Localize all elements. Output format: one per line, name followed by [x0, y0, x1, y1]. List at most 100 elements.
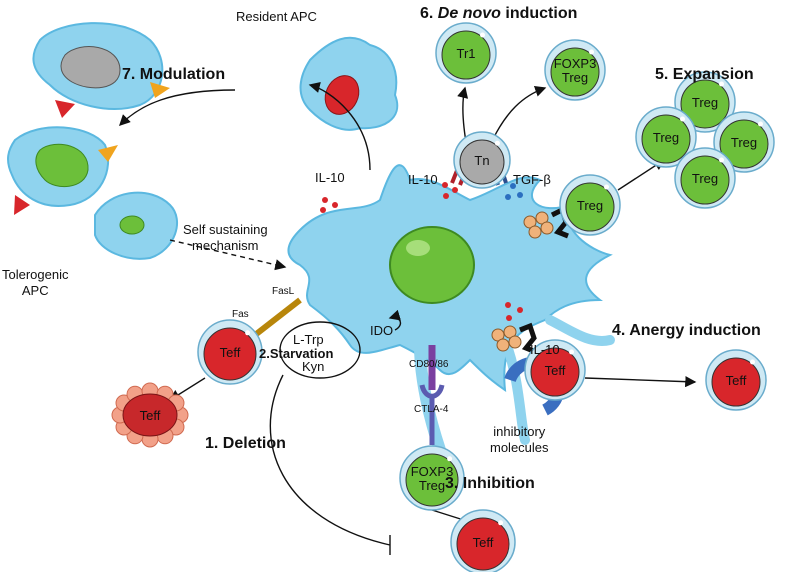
cell-body — [530, 347, 580, 397]
cell-teff — [705, 349, 767, 411]
cell-body — [711, 357, 761, 407]
cell-body — [680, 155, 730, 205]
cell-teff — [450, 509, 516, 572]
arrow-starvation-inhibition — [269, 374, 391, 546]
cell-treg — [674, 71, 736, 133]
cell-body — [405, 453, 459, 507]
label-inhibitory-line2: molecules — [490, 440, 549, 456]
cell-label: FOXP3 — [554, 56, 597, 71]
cell-highlight — [569, 349, 574, 355]
label-inhibitory-line1: inhibitory — [493, 424, 546, 439]
label-l-trp: L-Trp — [293, 332, 324, 347]
cell-highlight — [719, 81, 724, 87]
label-ctla4: CTLA-4 — [414, 404, 449, 415]
cell-body — [456, 517, 510, 571]
label-tolerogenic-line1: Tolerogenic — [2, 267, 69, 282]
cell-body — [203, 327, 257, 381]
cell-foxp3-treg — [399, 445, 465, 511]
label-il10-right: IL-10 — [530, 342, 560, 357]
cell-label: Treg — [419, 478, 445, 493]
title-anergy-induction: 4. Anergy induction — [612, 322, 761, 339]
cell-highlight — [498, 520, 504, 526]
title-emphasis: De novo — [437, 5, 501, 22]
cell-label: Teff — [545, 363, 566, 378]
cell-tr1 — [435, 22, 497, 84]
cell-label: Teff — [140, 408, 161, 423]
label-ido: IDO — [370, 323, 394, 338]
cell-highlight — [589, 49, 594, 55]
title-modulation: 7. Modulation — [122, 66, 226, 83]
arrow-modulation — [119, 89, 236, 126]
arrow-ido — [388, 309, 402, 331]
title-number: 6. — [420, 5, 434, 22]
cell-treg — [635, 106, 697, 168]
title-inhibition: 3. Inhibition — [445, 475, 535, 492]
cell-body — [719, 119, 769, 169]
label-il10-mid: IL-10 — [408, 172, 438, 187]
fasl-fas-receptor — [253, 297, 302, 338]
cell-highlight — [447, 456, 453, 462]
title-de-novo-induction: 6. De novo induction — [420, 5, 577, 23]
arrows — [119, 81, 697, 555]
label-tgfb: TGF-β — [513, 172, 551, 187]
arrow-self-sustaining — [169, 239, 287, 271]
arrow-anergy — [584, 376, 697, 388]
cell-label: Teff — [726, 373, 747, 388]
label-tolerogenic-line2: APC — [21, 283, 49, 299]
tolerogenic-apc-large — [7, 126, 118, 215]
cell-treg — [713, 111, 775, 173]
modulating-apc-top — [32, 22, 170, 118]
cell-foxp3-treg — [544, 39, 606, 101]
cell-highlight — [758, 121, 763, 127]
cell-label: Tn — [474, 153, 489, 168]
cell-body — [565, 182, 615, 232]
cell-treg — [559, 174, 621, 236]
cell-label: Treg — [562, 70, 588, 85]
cell-highlight — [719, 157, 724, 163]
cell-label: Teff — [473, 535, 494, 550]
title-rest: induction — [505, 5, 578, 22]
title-deletion: 1. Deletion — [205, 435, 286, 452]
cell-body — [641, 114, 691, 164]
label-fasl: FasL — [272, 286, 295, 297]
cell-label: Teff — [220, 345, 241, 360]
cell-label: Treg — [653, 130, 679, 145]
cell-label: FOXP3 — [411, 464, 454, 479]
cell-highlight — [480, 32, 485, 38]
cell-label: Treg — [692, 95, 718, 110]
cell-body — [122, 393, 178, 437]
cell-label: Treg — [731, 135, 757, 150]
arrow-il10-to-resident-apc — [308, 81, 371, 171]
label-kyn: Kyn — [302, 359, 325, 374]
starvation-cycle — [279, 321, 361, 379]
cell-teff — [111, 382, 189, 448]
cell-body — [459, 139, 505, 185]
cell-highlight — [604, 184, 609, 190]
cells — [111, 22, 775, 572]
cytokine-dots — [320, 182, 523, 321]
title-expansion: 5. Expansion — [655, 66, 754, 83]
label-self-line1: Self sustaining — [183, 222, 268, 237]
cell-label: Treg — [577, 198, 603, 213]
cell-body — [550, 47, 600, 97]
label-fas: Fas — [232, 309, 249, 320]
cell-highlight — [494, 140, 500, 146]
cell-highlight — [750, 359, 755, 365]
cell-highlight — [245, 330, 251, 336]
label-cd80-86: CD80/86 — [409, 359, 449, 370]
label-self-line2: mechanism — [192, 238, 259, 254]
cell-teff — [197, 319, 263, 385]
label-il10-top: IL-10 — [315, 170, 345, 185]
cell-label: Treg — [692, 171, 718, 186]
label-resident-apc: Resident APC — [236, 9, 317, 24]
cell-body — [680, 79, 730, 129]
title-starvation: 2.Starvation — [259, 346, 334, 361]
cell-body — [441, 30, 491, 80]
cell-teff — [524, 339, 586, 401]
resident-apc-cell — [299, 36, 399, 131]
